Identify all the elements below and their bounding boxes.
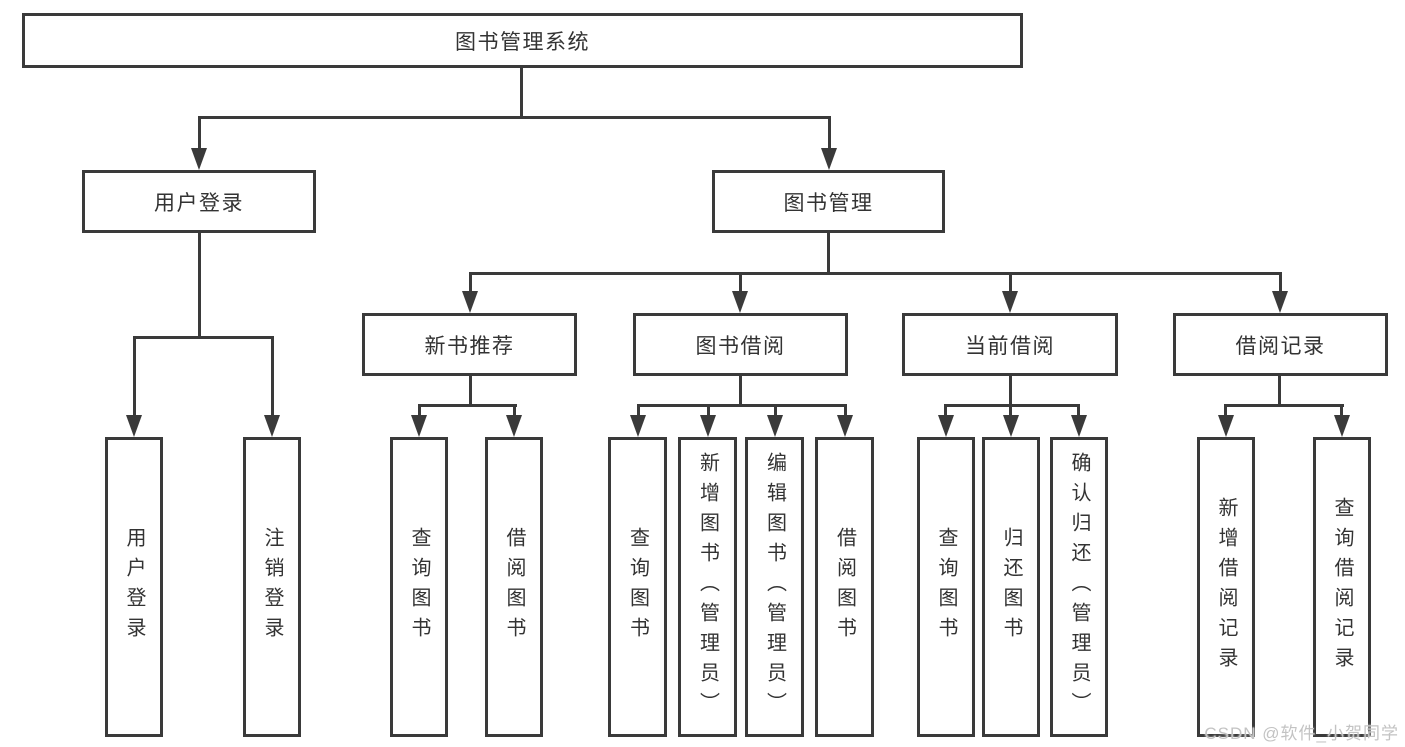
arrowhead-down-icon <box>506 415 522 437</box>
connector-book-mgmt-crossbar <box>469 272 1281 275</box>
connector-drop <box>1009 272 1012 292</box>
node-user-login-label: 用户登录 <box>154 191 244 215</box>
node-current-borrowing-label: 当前借阅 <box>965 334 1055 358</box>
connector-drop <box>739 272 742 292</box>
node-leaf-query-books-recommend-label: 查询图书 <box>408 527 430 647</box>
connector-drop <box>418 404 421 416</box>
node-leaf-borrow-books: 借阅图书 <box>815 437 874 737</box>
node-borrowing-records: 借阅记录 <box>1173 313 1388 376</box>
node-leaf-query-books-recommend: 查询图书 <box>390 437 448 737</box>
node-book-management: 图书管理 <box>712 170 945 233</box>
arrowhead-down-icon <box>837 415 853 437</box>
arrowhead-down-icon <box>126 415 142 437</box>
connector-drop <box>1340 404 1343 416</box>
arrowhead-down-icon <box>1272 291 1288 313</box>
connector-to-book-management <box>828 116 831 148</box>
arrowhead-down-icon <box>411 415 427 437</box>
node-leaf-query-borrow-record: 查询借阅记录 <box>1313 437 1371 737</box>
node-new-book-recommend-label: 新书推荐 <box>424 334 515 358</box>
node-leaf-logout: 注销登录 <box>243 437 301 737</box>
connector-drop <box>637 404 640 416</box>
connector-drop <box>133 336 136 415</box>
connector-crossbar <box>418 404 517 407</box>
connector-user-login-crossbar <box>133 336 273 339</box>
node-leaf-query-books-current: 查询图书 <box>917 437 975 737</box>
node-leaf-edit-book-admin-label: 编辑图书（管理员） <box>763 452 786 722</box>
arrowhead-down-icon <box>630 415 646 437</box>
arrowhead-down-icon <box>1218 415 1234 437</box>
node-leaf-borrow-books-label: 借阅图书 <box>833 527 856 647</box>
connector-drop <box>1077 404 1080 416</box>
node-leaf-query-borrow-record-label: 查询借阅记录 <box>1331 497 1353 677</box>
connector-stem <box>1278 376 1281 407</box>
connector-drop <box>271 336 274 415</box>
connector-crossbar <box>1224 404 1344 407</box>
node-current-borrowing: 当前借阅 <box>902 313 1118 376</box>
connector-drop <box>844 404 847 416</box>
arrowhead-down-icon <box>1071 415 1087 437</box>
node-leaf-logout-label: 注销登录 <box>261 527 283 647</box>
arrowhead-down-icon <box>732 291 748 313</box>
arrowhead-down-icon <box>700 415 716 437</box>
connector-root-crossbar <box>198 116 831 119</box>
node-leaf-add-book-admin: 新增图书（管理员） <box>678 437 737 737</box>
connector-drop <box>944 404 947 416</box>
connector-drop <box>469 272 472 292</box>
arrowhead-down-icon <box>767 415 783 437</box>
connector-crossbar <box>637 404 847 407</box>
connector-drop <box>707 404 710 416</box>
node-leaf-return-books-label: 归还图书 <box>1000 527 1022 647</box>
node-borrowing-records-label: 借阅记录 <box>1235 334 1326 358</box>
node-library-system: 图书管理系统 <box>22 13 1023 68</box>
connector-drop <box>513 404 516 416</box>
node-book-borrowing-label: 图书借阅 <box>695 334 786 358</box>
node-leaf-add-borrow-record-label: 新增借阅记录 <box>1215 497 1237 677</box>
connector-root-stem <box>520 68 523 119</box>
arrowhead-down-icon <box>191 148 207 170</box>
node-leaf-add-book-admin-label: 新增图书（管理员） <box>696 452 719 722</box>
node-leaf-edit-book-admin: 编辑图书（管理员） <box>745 437 804 737</box>
watermark: CSDN @软件_小贺同学 <box>1204 724 1399 743</box>
node-leaf-user-login-label: 用户登录 <box>123 527 145 647</box>
node-leaf-add-borrow-record: 新增借阅记录 <box>1197 437 1255 737</box>
node-leaf-query-books-borrowing-label: 查询图书 <box>626 527 649 647</box>
arrowhead-down-icon <box>821 148 837 170</box>
node-new-book-recommend: 新书推荐 <box>362 313 577 376</box>
node-leaf-query-books-borrowing: 查询图书 <box>608 437 667 737</box>
node-leaf-borrow-books-recommend-label: 借阅图书 <box>503 527 525 647</box>
arrowhead-down-icon <box>462 291 478 313</box>
arrowhead-down-icon <box>264 415 280 437</box>
connector-drop <box>1224 404 1227 416</box>
connector-to-user-login <box>198 116 201 148</box>
arrowhead-down-icon <box>1334 415 1350 437</box>
connector-stem <box>739 376 742 407</box>
connector-book-mgmt-stem <box>827 233 830 275</box>
node-book-management-label: 图书管理 <box>783 191 874 215</box>
connector-drop <box>1279 272 1282 292</box>
node-leaf-user-login: 用户登录 <box>105 437 163 737</box>
node-leaf-borrow-books-recommend: 借阅图书 <box>485 437 543 737</box>
connector-drop <box>774 404 777 416</box>
node-leaf-confirm-return-admin: 确认归还（管理员） <box>1050 437 1108 737</box>
node-user-login: 用户登录 <box>82 170 316 233</box>
node-leaf-return-books: 归还图书 <box>982 437 1040 737</box>
arrowhead-down-icon <box>1003 415 1019 437</box>
node-leaf-confirm-return-admin-label: 确认归还（管理员） <box>1068 452 1090 722</box>
connector-stem <box>1009 376 1012 407</box>
node-library-system-label: 图书管理系统 <box>455 30 590 54</box>
arrowhead-down-icon <box>1002 291 1018 313</box>
connector-crossbar <box>944 404 1080 407</box>
connector-stem <box>469 376 472 407</box>
arrowhead-down-icon <box>938 415 954 437</box>
node-book-borrowing: 图书借阅 <box>633 313 848 376</box>
connector-drop <box>1009 404 1012 416</box>
connector-user-login-stem <box>198 233 201 339</box>
node-leaf-query-books-current-label: 查询图书 <box>935 527 957 647</box>
